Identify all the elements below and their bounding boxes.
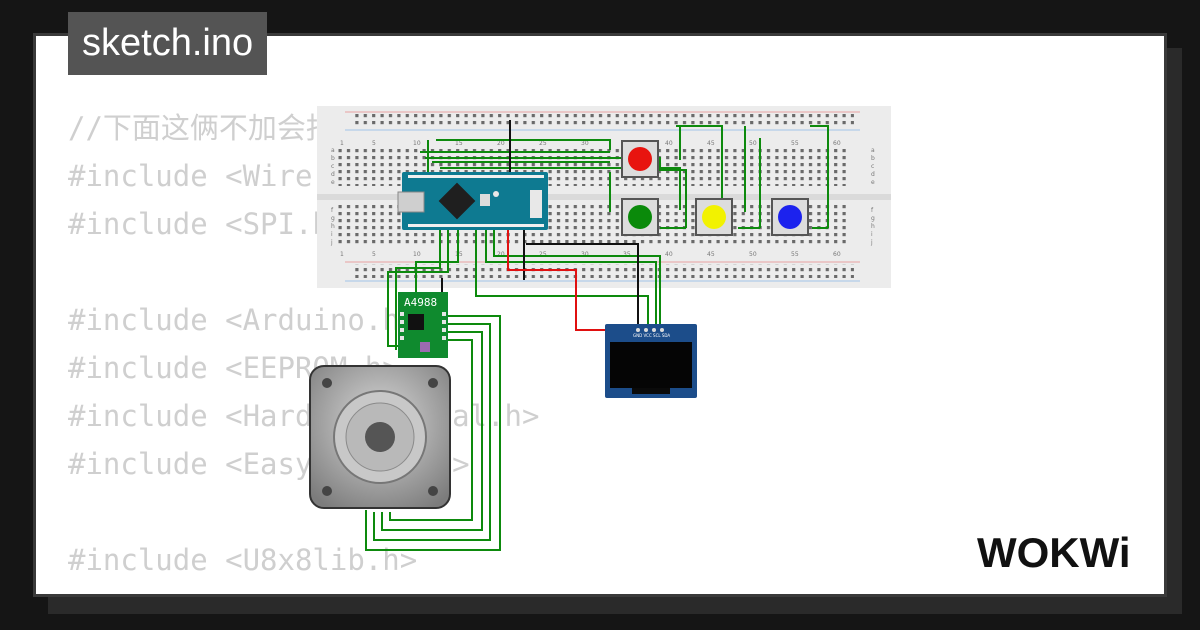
breadboard-col-label: 45	[707, 140, 715, 147]
breadboard-col-label: 45	[707, 251, 715, 258]
breadboard-col-label: 50	[749, 251, 757, 258]
power-wires	[441, 120, 640, 331]
logo-text: WOKWi	[977, 529, 1131, 576]
breadboard-row-label: f	[871, 207, 874, 214]
green-pushbutton[interactable]	[621, 198, 659, 236]
wokwi-logo: WOKWi	[977, 529, 1131, 576]
breadboard-col-label: 60	[833, 140, 841, 147]
breadboard-col-label: 15	[455, 140, 463, 147]
breadboard-row-label: d	[331, 171, 335, 178]
breadboard-col-label: 40	[665, 251, 673, 258]
breadboard-col-label: 50	[749, 140, 757, 147]
code-line: // U8X8_SSD1306_64X32_NONAME_HW_I2C u8x8…	[68, 584, 1164, 594]
code-line: #include <U8x8lib.h>	[68, 543, 418, 577]
driver-label: A4988	[404, 296, 437, 309]
breadboard-col-label: 60	[833, 251, 841, 258]
breadboard-col-label: 30	[581, 251, 589, 258]
breadboard-col-label: 30	[581, 140, 589, 147]
breadboard-col-label: 5	[372, 251, 376, 258]
code-line: //下面这俩不加会报错	[68, 111, 364, 145]
breadboard-row-label: b	[331, 155, 335, 162]
breadboard-col-label: 20	[497, 140, 505, 147]
yellow-pushbutton[interactable]	[695, 198, 733, 236]
breadboard-col-label: 1	[340, 251, 344, 258]
breadboard-row-label: c	[871, 163, 874, 170]
breadboard-row-label: g	[331, 215, 335, 222]
breadboard-row-label: h	[331, 223, 335, 230]
arduino-nano[interactable]	[397, 172, 548, 230]
breadboard-row-label: f	[331, 207, 334, 214]
oled-pin-labels: GND VCC SCL SDA	[633, 333, 670, 338]
breadboard-row-label: c	[331, 163, 334, 170]
breadboard-col-label: 5	[372, 140, 376, 147]
breadboard-row-label: a	[871, 147, 875, 154]
breadboard-row-label: a	[331, 147, 335, 154]
breadboard-row-label: i	[871, 231, 873, 238]
breadboard-row-label: i	[331, 231, 333, 238]
breadboard-row-label: e	[331, 179, 335, 186]
breadboard-row-label: h	[871, 223, 875, 230]
breadboard-row-label: j	[330, 239, 333, 246]
breadboard-col-label: 55	[791, 251, 799, 258]
breadboard-col-label: 10	[413, 251, 421, 258]
breadboard-col-label: 25	[539, 251, 547, 258]
breadboard-col-label: 40	[665, 140, 673, 147]
blue-pushbutton[interactable]	[771, 198, 809, 236]
breadboard-row-label: g	[871, 215, 875, 222]
breadboard-col-label: 25	[539, 140, 547, 147]
breadboard-col-label: 1	[340, 140, 344, 147]
breadboard-row-label: d	[871, 171, 875, 178]
code-line: #include <Arduino.h>	[68, 303, 418, 337]
breadboard-row-label: b	[871, 155, 875, 162]
breadboard-col-label: 20	[497, 251, 505, 258]
file-tab[interactable]: sketch.ino	[68, 12, 268, 75]
breadboard-row-label: e	[871, 179, 875, 186]
breadboard-row-label: j	[870, 239, 873, 246]
wires	[365, 125, 829, 551]
breadboard-col-label: 10	[413, 140, 421, 147]
oled-display: GND VCC SCL SDA	[605, 324, 697, 398]
stepper-motor	[309, 365, 451, 509]
breadboard-col-label: 55	[791, 140, 799, 147]
red-pushbutton[interactable]	[621, 140, 659, 178]
a4988-driver[interactable]: A4988	[398, 292, 448, 358]
breadboard-col-label: 35	[623, 251, 631, 258]
